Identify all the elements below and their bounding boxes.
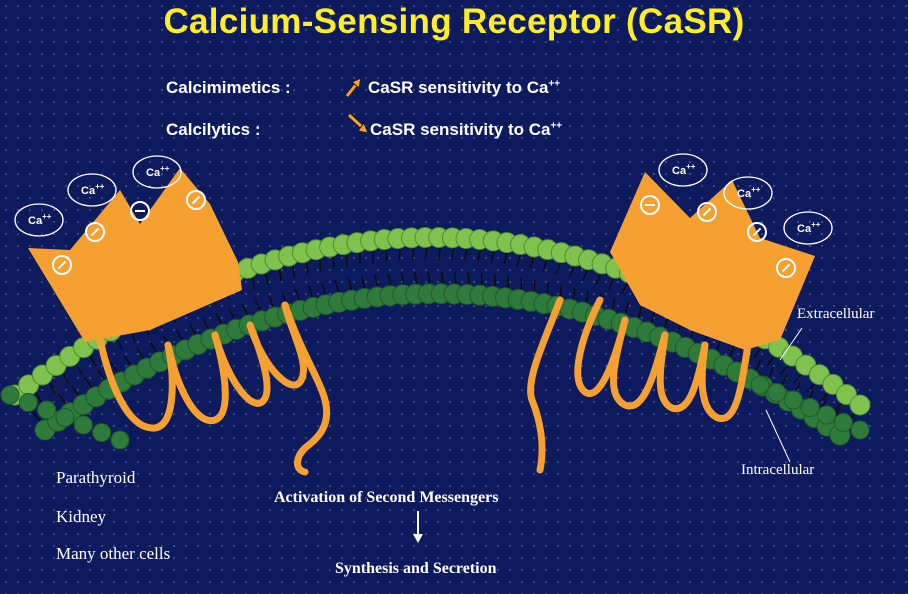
lipid-head	[783, 390, 803, 410]
calcium-ion: Ca++	[132, 155, 182, 189]
lipid-head	[817, 405, 837, 425]
right-receptor-extracellular-domain	[610, 172, 815, 350]
pathway-step-synthesis: Synthesis and Secretion	[335, 560, 497, 577]
calcium-ion-label: Ca++	[797, 220, 821, 235]
lipid-head	[0, 385, 20, 405]
lipid-head	[849, 394, 871, 416]
arrow-up-right-icon	[345, 77, 362, 98]
intracellular-label: Intracellular	[741, 462, 815, 478]
right-receptor-transmembrane-loops	[527, 296, 752, 474]
left-receptor-extracellular-domain	[28, 168, 242, 342]
lipid-head	[18, 393, 38, 412]
left-receptor-transmembrane-loops	[94, 301, 331, 476]
negative-charge-icon	[776, 258, 796, 278]
left-receptor	[28, 168, 331, 476]
calcilytics-text: CaSR sensitivity to Ca++	[370, 120, 562, 140]
lipid-head	[767, 383, 787, 402]
calcilytics-sensitivity-text: CaSR sensitivity to Ca	[370, 120, 551, 139]
cell-type-kidney: Kidney	[56, 507, 107, 526]
cell-type-many-other-cells: Many other cells	[56, 544, 171, 563]
calcium-ion-label: Ca++	[146, 164, 170, 179]
negative-charge-icon	[640, 195, 660, 215]
calcimimetics-superscript: ++	[548, 78, 561, 90]
calcium-ion: Ca++	[658, 153, 708, 187]
calcium-ion-label: Ca++	[737, 185, 761, 200]
calcimimetics-label: Calcimimetics :	[166, 78, 291, 97]
calcimimetics-text: CaSR sensitivity to Ca++	[368, 78, 560, 98]
negative-charge-sites	[52, 190, 796, 278]
calcium-ion-label: Ca++	[672, 162, 696, 177]
negative-charge-icon	[130, 201, 150, 221]
calcium-ion: Ca++	[67, 173, 117, 207]
calcilytics-label: Calcilytics :	[166, 120, 261, 139]
lipid-head	[55, 408, 75, 427]
negative-charge-icon	[697, 202, 717, 222]
lipid-head	[833, 413, 853, 432]
lipid-head	[37, 400, 57, 420]
extracellular-pointer	[779, 327, 803, 361]
calcium-ion: Ca++	[783, 211, 833, 245]
right-receptor	[527, 172, 815, 474]
page-title: Calcium-Sensing Receptor (CaSR)	[163, 2, 745, 41]
calcium-ion-label: Ca++	[81, 182, 105, 197]
extracellular-label: Extracellular	[797, 306, 875, 322]
lipid-head	[800, 398, 820, 417]
negative-charge-icon	[52, 255, 72, 275]
calcium-ion-label: Ca++	[28, 212, 52, 227]
lipid-head	[92, 423, 112, 442]
calcimimetics-sensitivity-text: CaSR sensitivity to Ca	[368, 78, 549, 97]
lipid-head	[110, 430, 130, 450]
arrow-down-icon	[413, 511, 423, 543]
calcium-ion: Ca++	[14, 203, 64, 237]
calcilytics-superscript: ++	[550, 120, 563, 132]
lipid-head	[850, 420, 870, 440]
negative-charge-icon	[186, 190, 206, 210]
lipid-head	[750, 375, 770, 395]
cell-type-parathyroid: Parathyroid	[56, 468, 136, 487]
arrow-down-right-icon	[347, 113, 369, 134]
negative-charge-icon	[85, 222, 105, 242]
pathway-step-activation: Activation of Second Messengers	[274, 489, 499, 506]
lipid-head	[73, 415, 93, 435]
intracellular-pointer	[765, 409, 791, 463]
negative-charge-icon	[747, 222, 767, 242]
